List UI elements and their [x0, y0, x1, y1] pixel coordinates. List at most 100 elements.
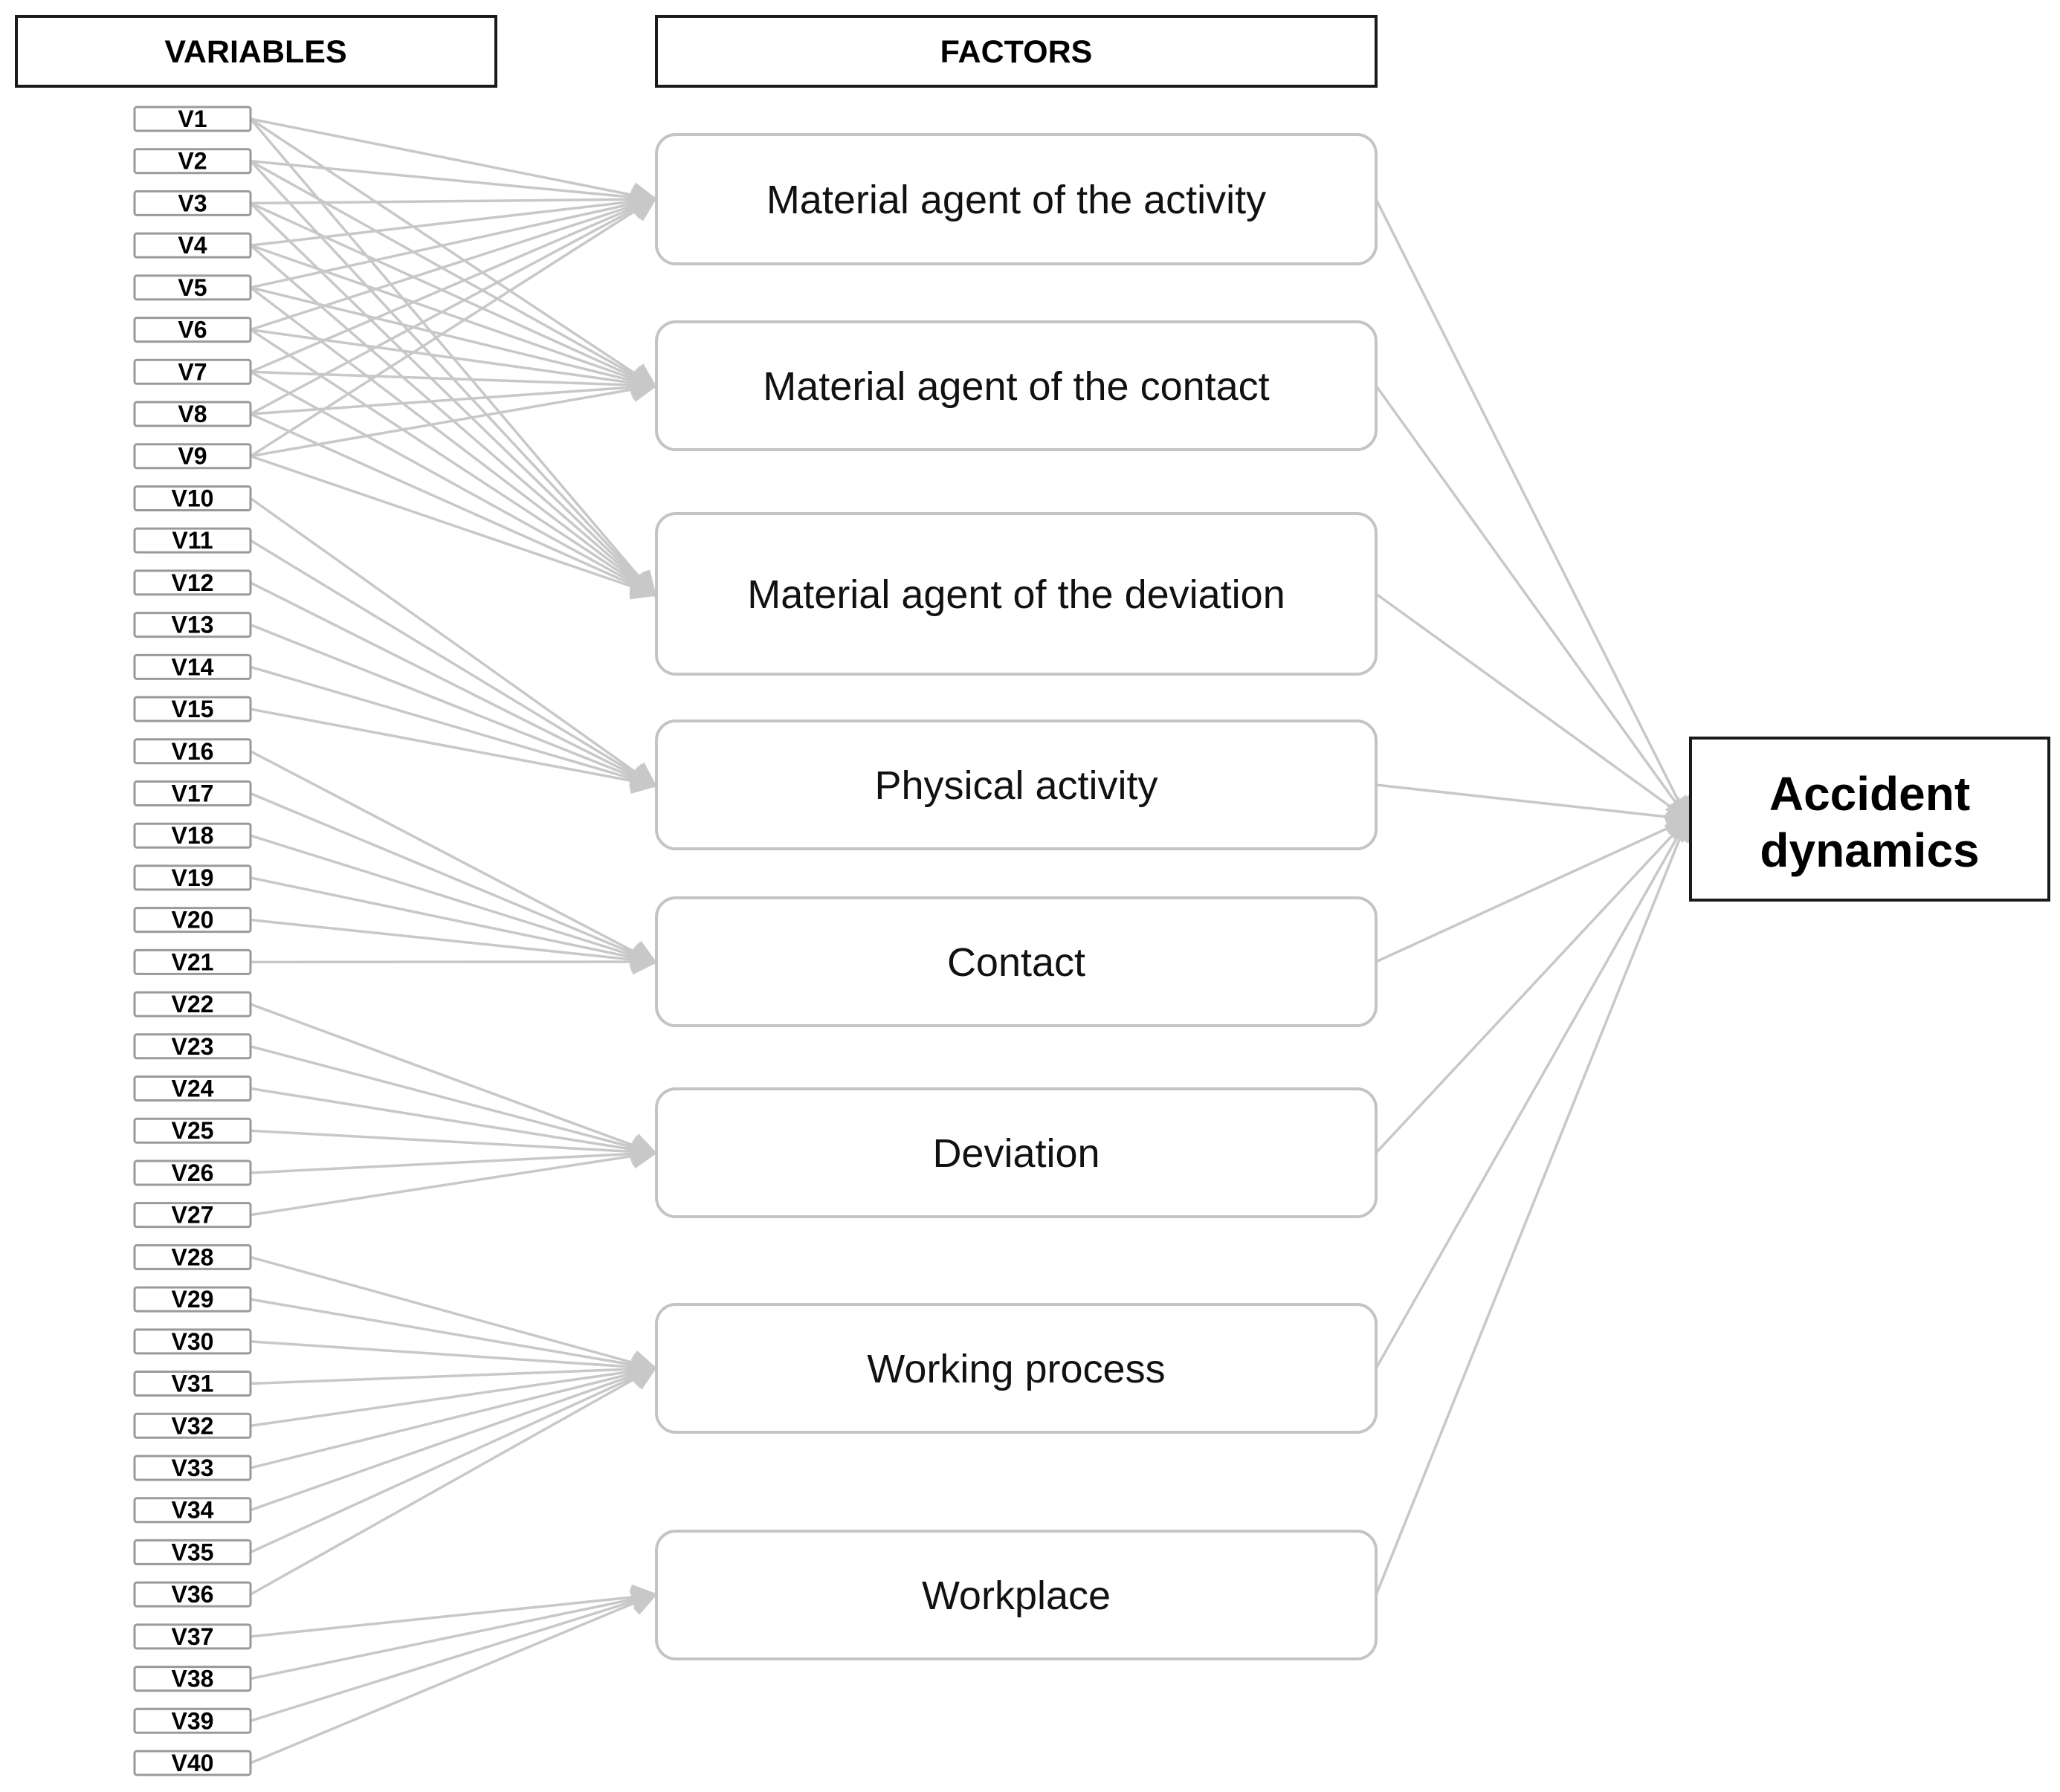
factors-header-label: FACTORS: [940, 34, 1093, 70]
link-v5-to-material-agent-of-the-contact: [250, 286, 659, 394]
factor-label: Workplace: [922, 1573, 1111, 1618]
link-v38-to-workplace: [250, 1586, 659, 1681]
variable-box-v13: V13: [133, 612, 252, 638]
factor-label: Deviation: [932, 1131, 1100, 1176]
link-v13-to-physical-activity: [250, 623, 659, 789]
link-v36-to-working-process: [250, 1365, 659, 1596]
link-v22-to-deviation: [250, 1003, 659, 1158]
variable-box-v23: V23: [133, 1033, 252, 1060]
variable-label: V24: [172, 1075, 214, 1102]
link-v17-to-contact: [250, 792, 659, 966]
factor-box-working-process: Working process: [655, 1303, 1378, 1434]
variable-box-v9: V9: [133, 443, 252, 470]
link-v10-to-physical-activity: [249, 497, 658, 789]
link-v1-to-material-agent-of-the-contact: [250, 117, 658, 389]
link-v16-to-contact: [250, 750, 659, 965]
link-v6-to-material-agent-of-the-activity: [250, 193, 659, 331]
variable-label: V29: [172, 1286, 214, 1313]
variable-label: V12: [172, 569, 214, 596]
link-physical-activity-to-accident-dynamics: [1375, 783, 1693, 830]
variable-box-v22: V22: [133, 991, 252, 1018]
link-v30-to-working-process: [250, 1340, 659, 1380]
variable-label: V3: [178, 190, 207, 216]
link-deviation-to-accident-dynamics: [1375, 815, 1691, 1154]
variable-label: V15: [172, 696, 214, 722]
variable-label: V34: [172, 1497, 214, 1524]
variable-label: V20: [172, 907, 214, 934]
link-v15-to-physical-activity: [250, 708, 659, 795]
variable-box-v19: V19: [133, 864, 252, 891]
variable-box-v11: V11: [133, 527, 252, 554]
accident-dynamics-box: Accident dynamics: [1689, 737, 2050, 902]
link-v24-to-deviation: [250, 1087, 659, 1162]
variable-label: V22: [172, 991, 214, 1018]
variable-box-v3: V3: [133, 190, 252, 216]
variable-label: V28: [172, 1243, 214, 1270]
link-v8-to-material-agent-of-the-activity: [250, 196, 659, 415]
variable-box-v28: V28: [133, 1243, 252, 1270]
link-v4-to-material-agent-of-the-activity: [250, 188, 659, 247]
variable-label: V6: [178, 317, 207, 343]
variable-box-v21: V21: [133, 948, 252, 975]
link-v9-to-material-agent-of-the-deviation: [250, 455, 659, 600]
variable-label: V19: [172, 864, 214, 891]
variable-label: V7: [178, 358, 207, 385]
factor-label: Physical activity: [874, 763, 1157, 808]
link-v4-to-material-agent-of-the-deviation: [249, 244, 658, 598]
variable-label: V1: [178, 106, 207, 132]
factor-label: Working process: [867, 1347, 1165, 1391]
variable-box-v27: V27: [133, 1202, 252, 1229]
link-v26-to-deviation: [250, 1140, 659, 1174]
variable-box-v4: V4: [133, 232, 252, 259]
variable-label: V26: [172, 1159, 214, 1186]
link-v6-to-material-agent-of-the-deviation: [250, 329, 658, 597]
variable-label: V21: [172, 948, 214, 975]
variable-label: V18: [172, 822, 214, 849]
factor-box-material-agent-of-the-contact: Material agent of the contact: [655, 320, 1378, 451]
variable-label: V17: [172, 780, 214, 806]
variable-box-v12: V12: [133, 569, 252, 596]
factor-box-contact: Contact: [655, 896, 1378, 1027]
variable-label: V39: [172, 1707, 214, 1734]
link-v25-to-deviation: [250, 1129, 659, 1165]
outcome-label-line2: dynamics: [1760, 824, 1979, 877]
variable-label: V40: [172, 1750, 214, 1776]
link-v27-to-deviation: [250, 1142, 659, 1217]
variable-box-v20: V20: [133, 907, 252, 934]
variable-label: V9: [178, 443, 207, 470]
link-v2-to-material-agent-of-the-deviation: [249, 160, 657, 598]
link-v28-to-working-process: [250, 1255, 659, 1376]
factor-label: Material agent of the deviation: [747, 572, 1285, 617]
variable-box-v30: V30: [133, 1328, 252, 1355]
link-material-agent-of-the-activity-to-accident-dynamics: [1375, 198, 1691, 824]
link-material-agent-of-the-contact-to-accident-dynamics: [1375, 384, 1691, 824]
variable-label: V30: [172, 1328, 214, 1355]
link-contact-to-accident-dynamics: [1375, 815, 1693, 963]
factor-box-material-agent-of-the-activity: Material agent of the activity: [655, 133, 1378, 265]
variable-label: V25: [172, 1117, 214, 1144]
variable-label: V37: [172, 1623, 214, 1650]
link-v8-to-material-agent-of-the-deviation: [250, 413, 659, 598]
factor-label: Material agent of the contact: [763, 364, 1269, 409]
link-v4-to-material-agent-of-the-contact: [250, 244, 659, 392]
variable-box-v8: V8: [133, 401, 252, 427]
link-v23-to-deviation: [250, 1045, 659, 1160]
variable-box-v15: V15: [133, 696, 252, 722]
variable-label: V5: [178, 274, 207, 301]
link-material-agent-of-the-deviation-to-accident-dynamics: [1375, 592, 1692, 823]
variable-box-v26: V26: [133, 1159, 252, 1186]
variable-box-v35: V35: [133, 1539, 252, 1565]
variable-box-v34: V34: [133, 1497, 252, 1524]
link-v3-to-material-agent-of-the-deviation: [249, 202, 658, 598]
variable-box-v16: V16: [133, 738, 252, 765]
factor-box-material-agent-of-the-deviation: Material agent of the deviation: [655, 512, 1378, 676]
factor-box-deviation: Deviation: [655, 1087, 1378, 1218]
variable-label: V13: [172, 612, 214, 638]
variables-column: V1V2V3V4V5V6V7V8V9V10V11V12V13V14V15V16V…: [133, 106, 252, 1776]
variable-box-v33: V33: [133, 1455, 252, 1481]
link-v20-to-contact: [250, 918, 659, 973]
variable-label: V38: [172, 1666, 214, 1692]
link-v1-to-material-agent-of-the-deviation: [249, 117, 657, 598]
variable-box-v40: V40: [133, 1750, 252, 1776]
factor-box-physical-activity: Physical activity: [655, 719, 1378, 850]
